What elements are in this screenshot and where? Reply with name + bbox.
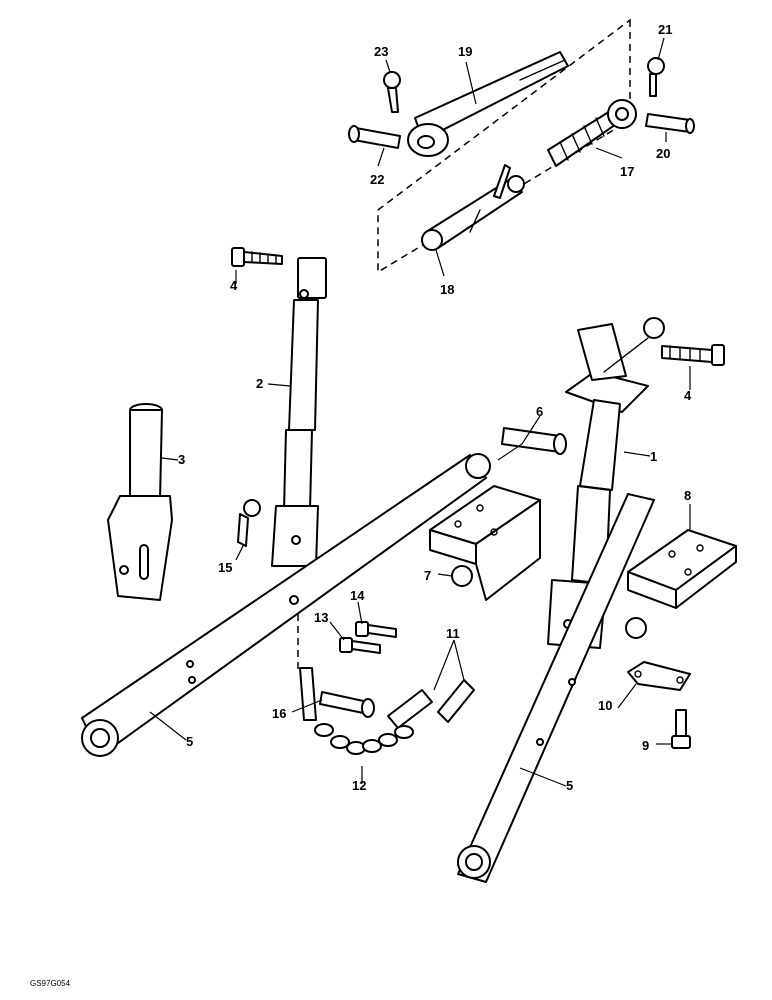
leader-lines — [149, 37, 691, 787]
part-8-bracket — [625, 529, 737, 639]
label-4-right: 4 — [684, 388, 692, 403]
part-9-bolt — [671, 709, 691, 749]
label-23: 23 — [374, 44, 388, 59]
part-4-bolt-right — [661, 344, 725, 366]
figure-code: GS97G054 — [30, 979, 71, 988]
label-5-left: 5 — [186, 734, 193, 749]
label-15: 15 — [218, 560, 232, 575]
label-22: 22 — [370, 172, 384, 187]
label-10: 10 — [598, 698, 612, 713]
label-18: 18 — [440, 282, 454, 297]
part-4-bolt-left — [231, 247, 283, 267]
label-2: 2 — [256, 376, 263, 391]
label-12: 12 — [352, 778, 366, 793]
part-21-clip — [647, 57, 665, 97]
part-11-plates — [387, 679, 475, 729]
label-7: 7 — [424, 568, 431, 583]
part-5-lower-link-right — [457, 493, 655, 883]
label-5-right: 5 — [566, 778, 573, 793]
label-21: 21 — [658, 22, 672, 37]
part-23-clip — [383, 71, 401, 113]
kit-boundary — [377, 18, 631, 274]
label-8: 8 — [684, 488, 691, 503]
part-15-clip — [237, 499, 261, 547]
part-3-clevis-rod — [107, 403, 173, 601]
part-2-lift-rod — [271, 257, 327, 567]
label-3: 3 — [178, 452, 185, 467]
part-5-lower-link-left — [81, 453, 491, 757]
part-17-threaded-end — [547, 99, 637, 167]
label-1: 1 — [650, 449, 657, 464]
label-17: 17 — [620, 164, 634, 179]
part-18-tube — [421, 164, 525, 251]
part-14-bolt — [355, 621, 397, 638]
label-11: 11 — [446, 626, 460, 641]
label-19: 19 — [458, 44, 472, 59]
label-20: 20 — [656, 146, 670, 161]
part-7-bracket — [429, 485, 541, 601]
label-14: 14 — [350, 588, 365, 603]
part-6-pin — [501, 427, 567, 455]
part-10-plate — [627, 661, 691, 691]
part-22-pin — [348, 125, 401, 149]
label-16: 16 — [272, 706, 286, 721]
label-4-left: 4 — [230, 278, 238, 293]
label-9: 9 — [642, 738, 649, 753]
part-19-top-link — [407, 51, 569, 157]
label-13: 13 — [314, 610, 328, 625]
label-6: 6 — [536, 404, 543, 419]
part-20-pin — [645, 113, 695, 134]
part-16-bolt — [319, 691, 375, 718]
part-13-bolt — [339, 637, 381, 654]
